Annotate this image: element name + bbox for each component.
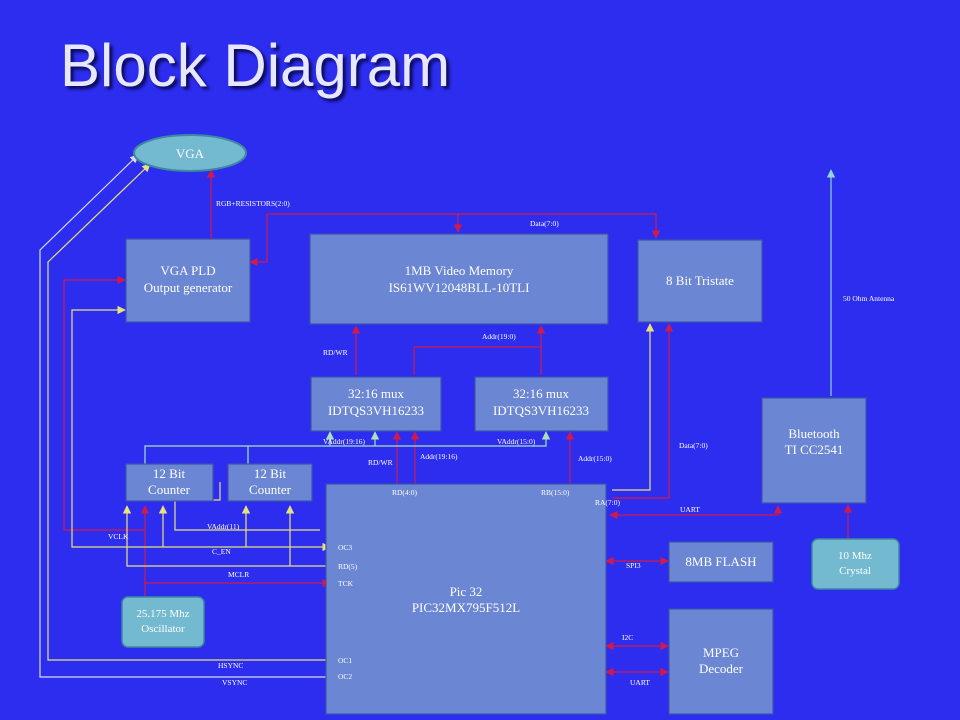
pin-rd5: RD(5) [338,562,358,571]
wire-data-pld [249,214,268,267]
pic32-block: Pic 32 PIC32MX795F512L [325,483,607,715]
vga-pld-block: VGA PLD Output generator [125,238,251,323]
pic32-line1: Pic 32 [450,584,483,599]
crystal-line1: 10 Mhz [838,550,872,562]
bluetooth-line2: TI CC2541 [785,442,844,457]
pic32-line2: PIC32MX795F512L [412,600,520,615]
wire-data-top [267,213,661,239]
vga-pld-line1: VGA PLD [160,263,215,278]
pin-oc3: OC3 [338,543,352,552]
label-addr-19-16: Addr(19:16) [420,452,458,461]
pic32-pins: RD(4:0) RB(15:0) RA(7:0) OC3 RD(5) TCK O… [338,488,621,681]
label-rd-wr-mid: RD/WR [368,458,393,467]
counter-left-block: 12 Bit Counter [125,463,214,502]
label-i2c: I2C [622,633,633,642]
label-mclr: MCLR [228,570,249,579]
crystal-block: 10 Mhz Crystal [811,538,900,590]
wire-hsync [47,163,330,661]
video-memory-line2: IS61WV12048BLL-10TLI [389,280,530,295]
label-antenna: 50 Ohm Antenna [843,294,895,303]
vga-label: VGA [176,146,205,161]
mpeg-line2: Decoder [699,661,744,676]
flash-block: 8MB FLASH [668,541,774,583]
label-vclk: VCLK [108,532,129,541]
oscillator-line2: Oscillator [141,623,185,635]
oscillator-line1: 25.175 Mhz [136,608,189,620]
pin-oc2: OC2 [338,672,352,681]
flash-label: 8MB FLASH [685,554,756,569]
label-uart-bt: UART [680,505,700,514]
label-addr-19-0: Addr(19:0) [482,332,516,341]
mux-left-line2: IDTQS3VH16233 [328,403,424,418]
wire-vaddr150 [330,431,551,447]
label-uart-mpeg: UART [630,678,650,687]
label-data-right: Data(7:0) [679,441,708,450]
page-title: Block Diagram [60,32,451,99]
counter-right-line2: Counter [249,482,292,497]
mpeg-line1: MPEG [703,645,739,660]
label-vaddr-11: VAddr(11) [207,522,240,531]
mux-right-line2: IDTQS3VH16233 [493,403,589,418]
video-memory-block: 1MB Video Memory IS61WV12048BLL-10TLI [309,233,609,325]
pin-tck: TCK [338,579,354,588]
mux-right-block: 32:16 mux IDTQS3VH16233 [474,376,609,432]
pin-rb-15-0: RB(15:0) [541,488,570,497]
vga-pld-line2: Output generator [144,280,233,295]
tristate-block: 8 Bit Tristate [637,239,763,323]
label-hsync: HSYNC [218,661,243,670]
counter-left-line1: 12 Bit [153,466,186,481]
wires [39,154,853,678]
mux-right-line1: 32:16 mux [513,386,569,401]
wire-vclk-pld [63,275,145,531]
wire-data-tristate [612,323,674,499]
mpeg-block: MPEG Decoder [668,608,774,715]
mux-left-line1: 32:16 mux [348,386,404,401]
oscillator-block: 25.175 Mhz Oscillator [121,596,205,648]
tristate-label: 8 Bit Tristate [666,273,734,288]
counter-right-line1: 12 Bit [254,466,287,481]
wire-vaddr1916 [144,431,335,464]
mux-left-block: 32:16 mux IDTQS3VH16233 [310,376,442,432]
label-data-top: Data(7:0) [530,219,559,228]
label-spi3: SPI3 [626,561,641,570]
label-rgb: RGB+RESISTORS(2:0) [216,199,290,208]
wire-uart-bt [609,505,783,520]
label-vsync: VSYNC [222,678,247,687]
crystal-line2: Crystal [839,565,871,577]
label-addr-15-0: Addr(15:0) [578,454,612,463]
pin-rd-4-0: RD(4:0) [392,488,418,497]
wire-tristate-enable [612,323,655,491]
counter-left-line2: Counter [148,482,191,497]
wire-addr-mem [413,325,546,375]
vga-block: VGA [133,134,247,172]
counter-right-block: 12 Bit Counter [227,463,313,502]
video-memory-line1: 1MB Video Memory [405,263,514,278]
pin-oc1: OC1 [338,656,352,665]
pin-ra-7-0: RA(7:0) [595,498,621,507]
wire-c-en [71,305,331,552]
label-vaddr-19-16: VAddr(19:16) [323,437,365,446]
label-rd-wr-top: RD/WR [323,348,348,357]
label-c-en: C_EN [212,547,231,556]
bluetooth-block: Bluetooth TI CC2541 [761,397,867,504]
signal-labels: RGB+RESISTORS(2:0) Data(7:0) Addr(19:0) … [108,199,895,687]
bluetooth-line1: Bluetooth [788,426,840,441]
wire-rd5 [122,505,330,567]
label-vaddr-15-0: VAddr(15:0) [497,437,536,446]
wire-vsync [39,154,330,678]
